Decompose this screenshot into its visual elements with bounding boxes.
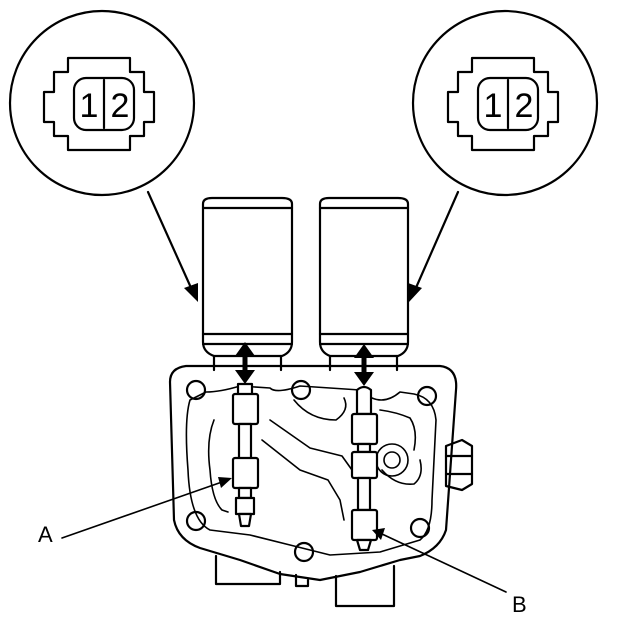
left-pointer-arrow: [146, 190, 198, 302]
right-connector-pin-1: 1: [484, 87, 503, 125]
left-connector-pin-2: 2: [111, 87, 130, 125]
left-connector-icon: [42, 56, 156, 152]
left-connector-detail: 1 2: [8, 9, 196, 197]
right-solenoid: [318, 196, 410, 372]
left-solenoid: [201, 196, 294, 372]
callout-a: A: [38, 477, 232, 547]
right-connector-pin-2: 2: [515, 87, 534, 125]
callout-b-label: B: [512, 592, 527, 617]
right-movement-arrow-icon: [354, 344, 374, 386]
valve-body: [168, 364, 474, 608]
valve-b-spool: [350, 385, 379, 552]
right-pointer-arrow: [408, 190, 460, 302]
right-connector-icon: [446, 56, 560, 152]
left-movement-arrow-icon: [235, 342, 255, 384]
left-connector-pin-1: 1: [80, 87, 99, 125]
callout-b: B: [372, 528, 527, 617]
right-connector-detail: 1 2: [411, 9, 599, 197]
valve-a-spool: [231, 382, 260, 528]
callout-a-label: A: [38, 522, 53, 547]
